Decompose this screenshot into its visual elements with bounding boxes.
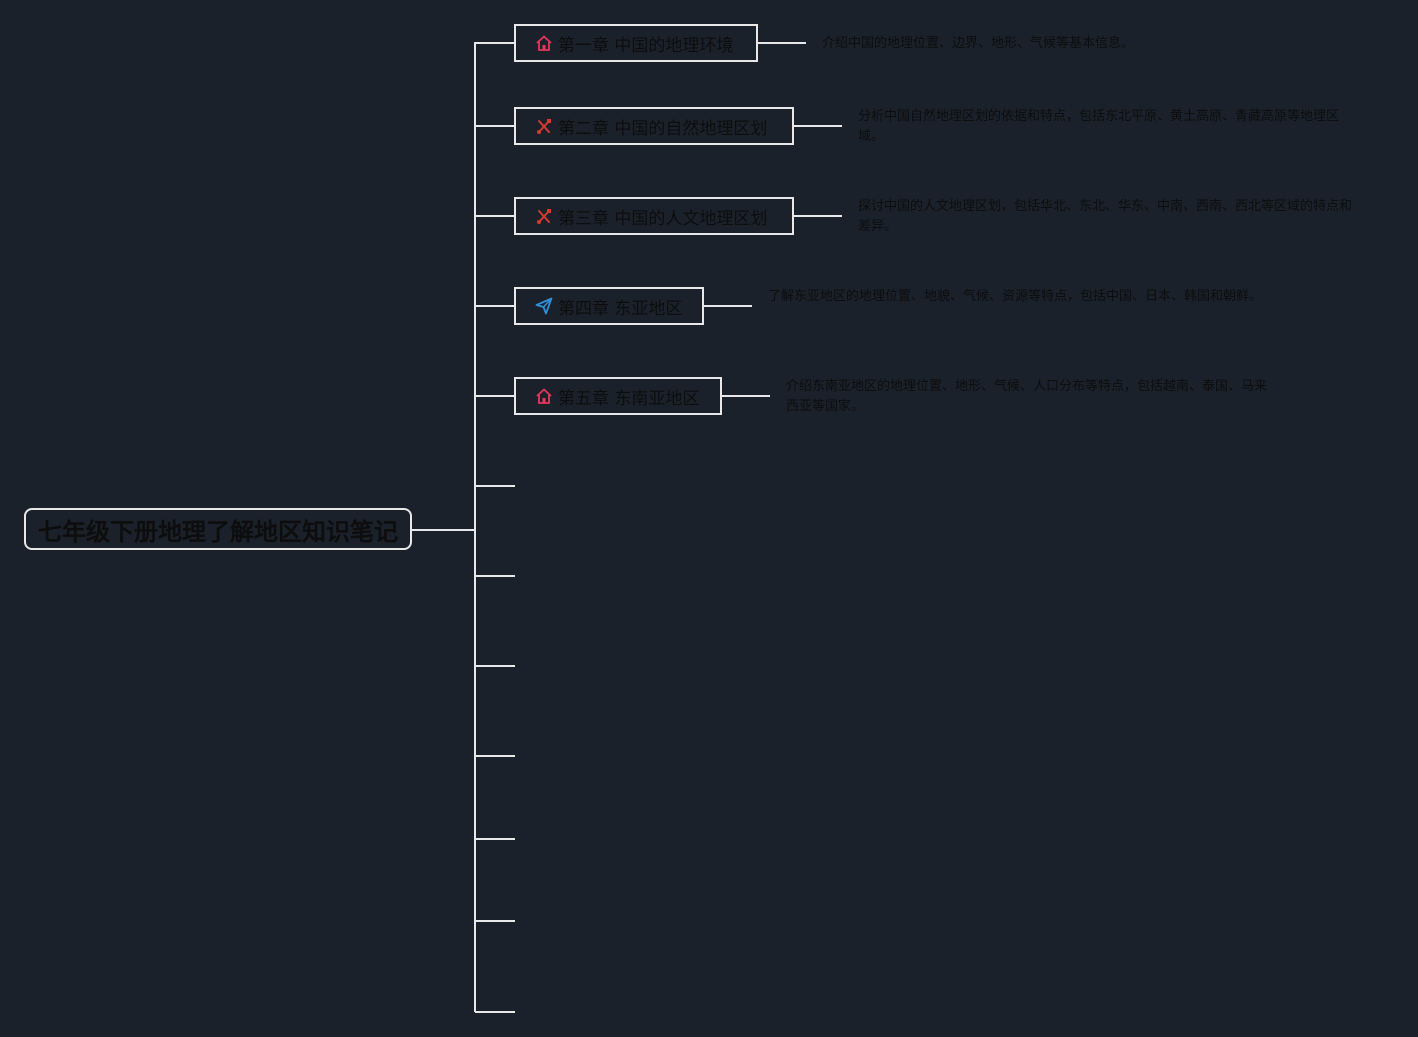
branch-label-3: 第三章 中国的人文地理区划: [558, 208, 768, 229]
branch-note-4: 了解东亚地区的地理位置、地貌、气候、资源等特点，包括中国、日本、韩国和朝鲜。: [768, 289, 1263, 304]
branch-label-5: 第五章 东南亚地区: [558, 388, 700, 409]
tools-icon: [534, 206, 554, 226]
branch-node-5[interactable]: 第五章 东南亚地区: [514, 377, 722, 415]
branch-note-5: 介绍东南亚地区的地理位置、地形、气候、人口分布等特点，包括越南、泰国、马来西亚等…: [786, 379, 1268, 414]
branch-node-4[interactable]: 第四章 东亚地区: [514, 287, 704, 325]
branch-note-3: 探讨中国的人文地理区划，包括华北、东北、华东、中南、西南、西北等区域的特点和差异…: [858, 199, 1353, 234]
root-node[interactable]: 七年级下册地理了解地区知识笔记: [24, 508, 412, 550]
branch-note-2: 分析中国自然地理区划的依据和特点，包括东北平原、黄土高原、青藏高原等地理区域。: [858, 109, 1340, 144]
branch-label-2: 第二章 中国的自然地理区划: [558, 118, 768, 139]
root-title: 七年级下册地理了解地区知识笔记: [38, 517, 398, 546]
home-icon: [534, 386, 554, 406]
send-icon: [534, 296, 554, 316]
branch-node-3[interactable]: 第三章 中国的人文地理区划: [514, 197, 794, 235]
branch-label-1: 第一章 中国的地理环境: [558, 35, 734, 56]
home-icon: [534, 33, 554, 53]
branch-node-1[interactable]: 第一章 中国的地理环境: [514, 24, 758, 62]
branch-note-1: 介绍中国的地理位置、边界、地形、气候等基本信息。: [822, 36, 1135, 51]
tools-icon: [534, 116, 554, 136]
branch-label-4: 第四章 东亚地区: [558, 298, 683, 319]
branch-node-2[interactable]: 第二章 中国的自然地理区划: [514, 107, 794, 145]
